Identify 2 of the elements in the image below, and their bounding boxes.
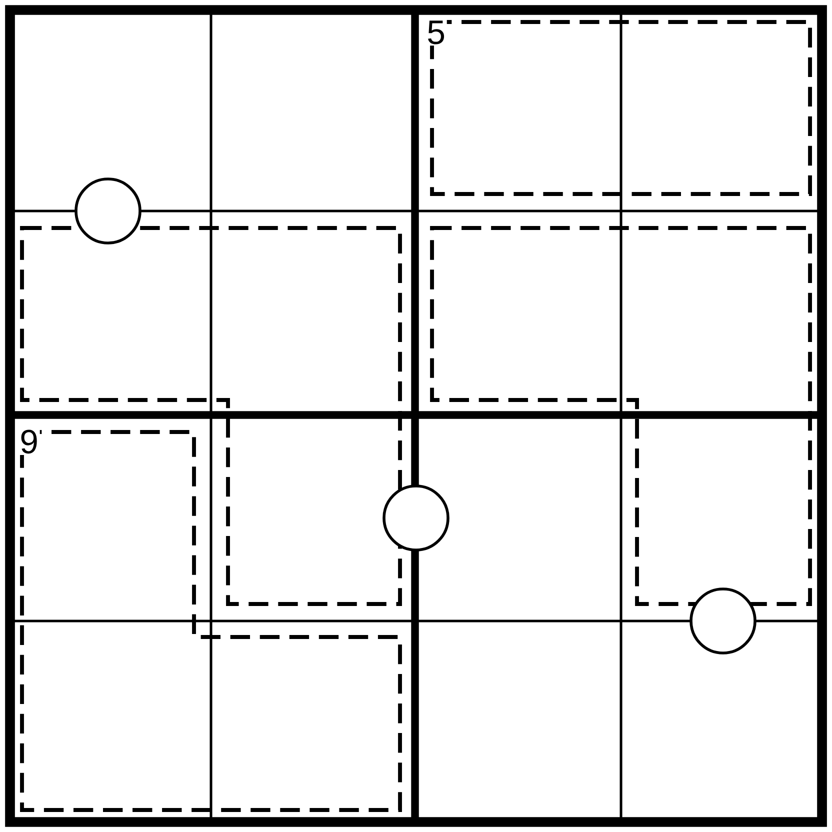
cage-sum: 5	[425, 19, 447, 46]
cage-sum: 9	[18, 428, 40, 455]
